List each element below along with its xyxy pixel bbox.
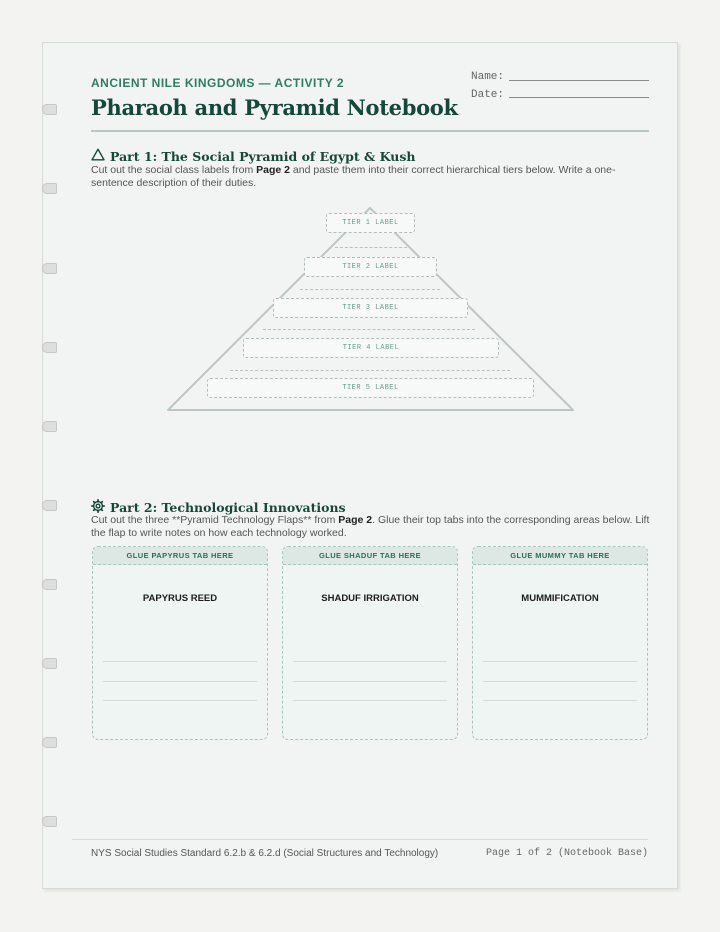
- tier-divider: [335, 247, 407, 248]
- note-line: [483, 661, 637, 662]
- date-field[interactable]: [509, 97, 649, 98]
- note-line: [483, 681, 637, 682]
- punch-hole: [42, 263, 57, 274]
- punch-hole: [42, 421, 57, 432]
- mummy-title: MUMMIFICATION: [521, 593, 599, 604]
- social-pyramid: [167, 207, 574, 411]
- note-line: [293, 700, 447, 701]
- note-line: [103, 700, 257, 701]
- punch-hole: [42, 737, 57, 748]
- note-line: [293, 661, 447, 662]
- punch-hole: [42, 658, 57, 669]
- part2-instructions: Cut out the three **Pyramid Technology F…: [91, 514, 650, 539]
- punch-hole: [42, 183, 57, 194]
- papyrus-glue-tab: GLUE PAPYRUS TAB HERE: [93, 547, 267, 565]
- activity-kicker: ANCIENT NILE KINGDOMS — ACTIVITY 2: [91, 76, 345, 90]
- note-line: [103, 681, 257, 682]
- punch-hole: [42, 104, 57, 115]
- date-label: Date:: [471, 89, 505, 101]
- punch-hole: [42, 500, 57, 511]
- part1-heading: Part 1: The Social Pyramid of Egypt & Ku…: [91, 148, 415, 164]
- footer-page-number: Page 1 of 2 (Notebook Base): [485, 848, 648, 859]
- tier-4-label[interactable]: TIER 4 LABEL: [243, 338, 499, 358]
- gear-icon: [91, 499, 110, 516]
- name-label: Name:: [471, 71, 505, 83]
- tier-1-label[interactable]: TIER 1 LABEL: [326, 213, 415, 233]
- mummy-glue-tab: GLUE MUMMY TAB HERE: [473, 547, 647, 565]
- shaduf-title: SHADUF IRRIGATION: [321, 593, 419, 604]
- tier-3-label[interactable]: TIER 3 LABEL: [273, 298, 468, 318]
- punch-hole: [42, 579, 57, 590]
- part1-instructions: Cut out the social class labels from Pag…: [91, 164, 616, 189]
- note-line: [103, 661, 257, 662]
- tier-divider: [263, 329, 475, 330]
- part2-heading-text: Part 2: Technological Innovations: [110, 500, 346, 515]
- part1-heading-text: Part 1: The Social Pyramid of Egypt & Ku…: [110, 148, 416, 164]
- footer-divider: [72, 839, 648, 840]
- header-divider: [91, 130, 649, 132]
- notebook-page: [42, 42, 678, 889]
- punch-hole: [42, 342, 57, 353]
- tier-2-label[interactable]: TIER 2 LABEL: [304, 257, 437, 277]
- punch-hole: [42, 816, 57, 827]
- mummy-flap-area[interactable]: GLUE MUMMY TAB HERE MUMMIFICATION: [472, 546, 648, 740]
- name-field[interactable]: [509, 80, 649, 81]
- note-line: [293, 681, 447, 682]
- papyrus-title: PAPYRUS REED: [142, 593, 218, 604]
- shaduf-glue-tab: GLUE SHADUF TAB HERE: [283, 547, 457, 565]
- triangle-outline-icon: [91, 148, 110, 164]
- tier-divider: [230, 370, 510, 371]
- papyrus-flap-area[interactable]: GLUE PAPYRUS TAB HERE PAPYRUS REED: [92, 546, 268, 740]
- note-line: [483, 700, 637, 701]
- shaduf-flap-area[interactable]: GLUE SHADUF TAB HERE SHADUF IRRIGATION: [282, 546, 458, 740]
- tier-5-label[interactable]: TIER 5 LABEL: [207, 378, 534, 398]
- footer-standard: NYS Social Studies Standard 6.2.b & 6.2.…: [91, 848, 439, 859]
- page-title: Pharaoh and Pyramid Notebook: [91, 95, 458, 120]
- part2-heading: Part 2: Technological Innovations: [91, 499, 346, 516]
- tier-divider: [300, 289, 440, 290]
